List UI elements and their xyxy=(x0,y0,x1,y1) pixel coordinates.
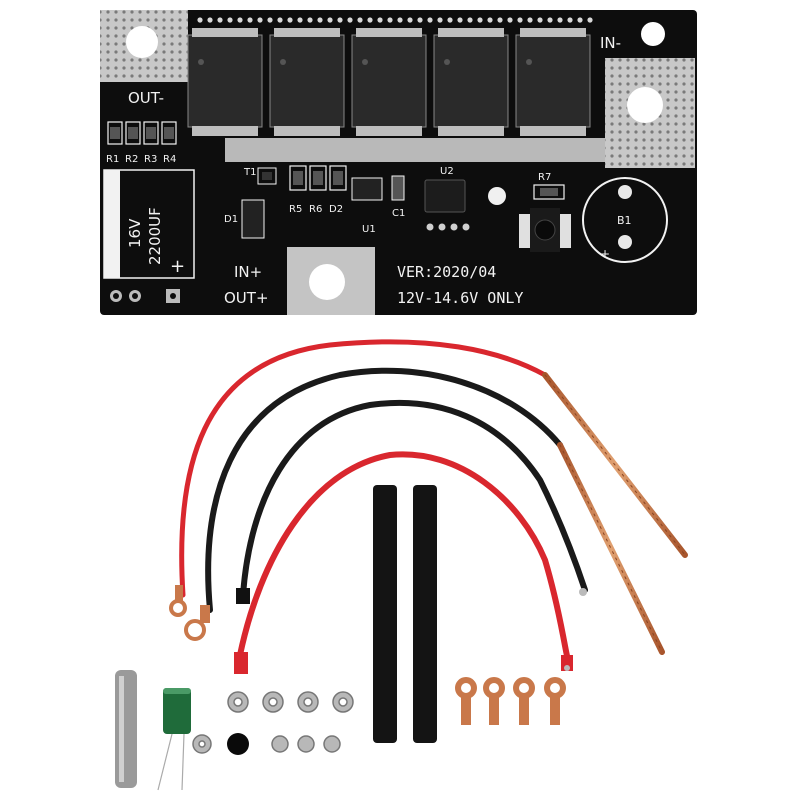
header-pin xyxy=(507,17,513,23)
header-pin xyxy=(227,17,233,23)
wire-set xyxy=(179,339,688,663)
header-pin xyxy=(487,17,493,23)
r3-label: R3 xyxy=(144,154,157,165)
bus-strip xyxy=(225,138,605,162)
header-pin xyxy=(207,17,213,23)
header-pin xyxy=(467,17,473,23)
voltage-label: 12V-14.6V ONLY xyxy=(397,289,523,307)
in-minus-label: IN- xyxy=(600,34,621,52)
t1-label: T1 xyxy=(243,167,256,178)
header-pin xyxy=(547,17,553,23)
d2-label: D2 xyxy=(329,204,343,215)
header-pin xyxy=(257,17,263,23)
c1-label: C1 xyxy=(392,208,405,219)
header-pin xyxy=(357,17,363,23)
d1-label: D1 xyxy=(224,214,238,225)
red-wire-inner xyxy=(237,451,571,663)
resistor-group-r1-r4 xyxy=(107,121,177,145)
heat-shrink-2 xyxy=(413,485,437,743)
black-wire-outer xyxy=(205,367,563,613)
mosfet xyxy=(433,28,509,136)
header-pin xyxy=(517,17,523,23)
header-pin xyxy=(317,17,323,23)
header-pin xyxy=(197,17,203,23)
ring-lug-set xyxy=(455,677,566,725)
buzzer-part xyxy=(227,733,249,755)
header-pin xyxy=(247,17,253,23)
r1-label: R1 xyxy=(106,154,119,165)
cap-plus-label: + xyxy=(170,256,185,277)
r6-label: R6 xyxy=(309,204,322,215)
nickel-strip xyxy=(115,670,137,788)
cap-voltage-label: 16V xyxy=(126,218,144,248)
out-plus-label: OUT+ xyxy=(224,289,269,307)
header-pin xyxy=(417,17,423,23)
header-pin xyxy=(527,17,533,23)
chip-u2 xyxy=(424,179,466,213)
header-pin xyxy=(287,17,293,23)
header-pin xyxy=(427,17,433,23)
header-pin xyxy=(457,17,463,23)
header-pin xyxy=(567,17,573,23)
header-pin xyxy=(437,17,443,23)
r2-label: R2 xyxy=(125,154,138,165)
u2-label: U2 xyxy=(440,166,454,177)
cap-c1 xyxy=(391,175,405,201)
header-pin xyxy=(217,17,223,23)
tactile-switch xyxy=(519,208,571,252)
hardware-nuts xyxy=(192,691,354,754)
wire-terminals xyxy=(169,585,587,674)
header-pin xyxy=(267,17,273,23)
header-pin xyxy=(557,17,563,23)
r7-label: R7 xyxy=(538,172,551,183)
diode-d1 xyxy=(241,199,265,239)
r5-label: R5 xyxy=(289,204,302,215)
header-pin xyxy=(387,17,393,23)
header-pin xyxy=(277,17,283,23)
chip-u1 xyxy=(351,177,383,201)
b1-plus-label: + xyxy=(600,247,610,261)
header-pin xyxy=(537,17,543,23)
b1-label: B1 xyxy=(617,214,632,227)
r4-label: R4 xyxy=(163,154,176,165)
electrolytic-capacitor xyxy=(157,688,191,791)
header-pin xyxy=(237,17,243,23)
capacitor-silk xyxy=(103,169,195,279)
header-pin xyxy=(377,17,383,23)
header-pin xyxy=(307,17,313,23)
heat-shrink-1 xyxy=(373,485,397,743)
version-label: VER:2020/04 xyxy=(397,263,496,281)
header-pin xyxy=(407,17,413,23)
mosfet-row xyxy=(187,28,591,136)
pcb-board: OUT- IN- R1 R2 R3 R4 16V 2200UF + xyxy=(100,10,697,315)
header-pin xyxy=(397,17,403,23)
mosfet xyxy=(351,28,427,136)
pin-header-row xyxy=(197,17,593,23)
header-pin xyxy=(497,17,503,23)
mosfet xyxy=(269,28,345,136)
header-pin xyxy=(337,17,343,23)
header-pin xyxy=(297,17,303,23)
in-plus-label: IN+ xyxy=(234,263,262,281)
cap-value-label: 2200UF xyxy=(146,207,164,265)
u1-label: U1 xyxy=(362,224,376,235)
header-pin xyxy=(347,17,353,23)
header-pin xyxy=(367,17,373,23)
b1-buzzer xyxy=(582,177,668,263)
mosfet xyxy=(515,28,591,136)
resistor-group-r5-d2 xyxy=(289,165,347,191)
red-wire-outer xyxy=(179,339,548,598)
header-pin xyxy=(587,17,593,23)
out-minus-label: OUT- xyxy=(128,89,164,107)
header-pin xyxy=(477,17,483,23)
copper-probe-2 xyxy=(557,442,665,655)
header-pin xyxy=(327,17,333,23)
header-pin xyxy=(447,17,453,23)
black-wire-inner xyxy=(240,399,588,598)
header-pin xyxy=(577,17,583,23)
mosfet xyxy=(187,28,263,136)
